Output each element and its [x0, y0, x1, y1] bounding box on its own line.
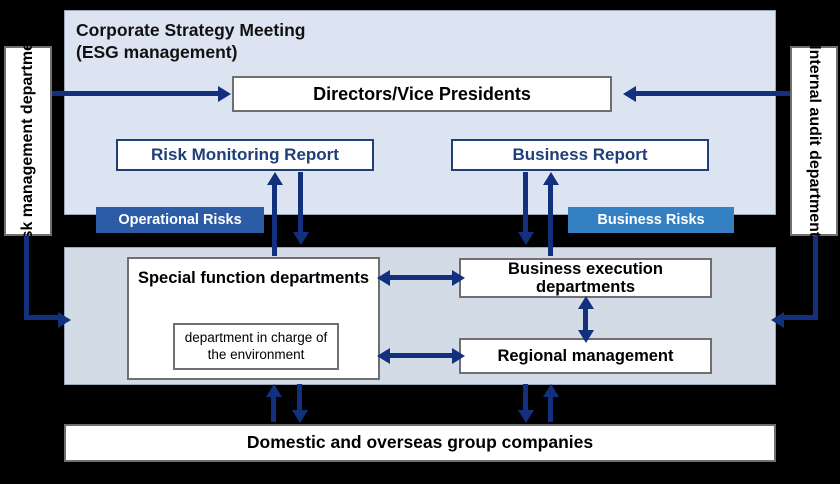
arrow-bizexec-regional-head-up: [577, 296, 594, 309]
arrow-riskdept-to-directors-head: [218, 85, 231, 102]
environment-department-box[interactable]: department in charge of the environment: [173, 323, 339, 370]
arrow-group-to-special-head: [265, 384, 282, 397]
operational-risks-tag: Operational Risks: [96, 207, 264, 233]
special-function-departments-box[interactable]: Special function departments department …: [127, 257, 380, 380]
risk-management-department-label: Risk management department: [18, 26, 36, 256]
arrow-special-to-group-head: [291, 410, 308, 423]
arrow-bizreport-to-ops-shaft: [523, 172, 528, 234]
arrow-ops-to-riskreport-shaft: [272, 184, 277, 256]
arrow-auditdept-elbow-horizontal: [784, 315, 818, 320]
regional-management-box[interactable]: Regional management: [459, 338, 712, 374]
arrow-auditdept-to-directors-shaft: [636, 91, 790, 96]
arrow-special-bizexec-head-right: [452, 269, 465, 286]
arrow-special-bizexec-shaft: [388, 275, 456, 280]
arrow-special-regional-shaft: [388, 353, 456, 358]
arrow-group-to-special-shaft: [271, 392, 276, 422]
arrow-special-to-group-shaft: [297, 384, 302, 412]
arrow-riskreport-to-ops-head: [292, 232, 309, 245]
arrow-group-to-bizexec-shaft: [548, 392, 553, 422]
page-title: Corporate Strategy Meeting (ESG manageme…: [76, 20, 496, 72]
corporate-strategy-meeting-panel: [64, 10, 776, 215]
business-execution-departments-box[interactable]: Business execution departments: [459, 258, 712, 298]
internal-audit-department-box[interactable]: Internal audit department: [790, 44, 838, 238]
arrow-special-regional-head-right: [452, 347, 465, 364]
page-title-line-2: (ESG management): [76, 41, 238, 62]
special-function-departments-label: Special function departments: [137, 269, 370, 287]
business-risks-tag: Business Risks: [568, 207, 734, 233]
arrow-riskdept-elbow-head: [58, 311, 71, 328]
arrow-special-regional-head-left: [377, 347, 390, 364]
arrow-bizexec-regional-shaft: [583, 305, 588, 333]
arrow-ops-to-bizreport-shaft: [548, 184, 553, 256]
arrow-riskdept-elbow-vertical: [24, 236, 29, 320]
arrow-bizexec-to-group-head: [517, 410, 534, 423]
arrow-group-to-bizexec-head: [542, 384, 559, 397]
risk-management-department-box[interactable]: Risk management department: [4, 27, 52, 255]
internal-audit-department-label: Internal audit department: [806, 44, 824, 238]
arrow-ops-to-riskreport-head: [266, 172, 283, 185]
page-title-line-1: Corporate Strategy Meeting: [76, 20, 306, 40]
arrow-bizexec-regional-head-down: [577, 330, 594, 343]
arrow-riskreport-to-ops-shaft: [298, 172, 303, 234]
arrow-ops-to-bizreport-head: [542, 172, 559, 185]
arrow-special-bizexec-head-left: [377, 269, 390, 286]
arrow-riskdept-elbow-horizontal: [24, 315, 60, 320]
business-report-box[interactable]: Business Report: [451, 139, 709, 171]
arrow-auditdept-to-directors-head: [623, 85, 636, 102]
arrow-auditdept-elbow-head: [771, 311, 784, 328]
risk-monitoring-report-box[interactable]: Risk Monitoring Report: [116, 139, 374, 171]
directors-vice-presidents-box[interactable]: Directors/Vice Presidents: [232, 76, 612, 112]
group-companies-box[interactable]: Domestic and overseas group companies: [64, 424, 776, 462]
arrow-bizreport-to-ops-head: [517, 232, 534, 245]
arrow-auditdept-elbow-vertical: [813, 236, 818, 320]
arrow-bizexec-to-group-shaft: [523, 384, 528, 412]
arrow-riskdept-to-directors-shaft: [52, 91, 220, 96]
